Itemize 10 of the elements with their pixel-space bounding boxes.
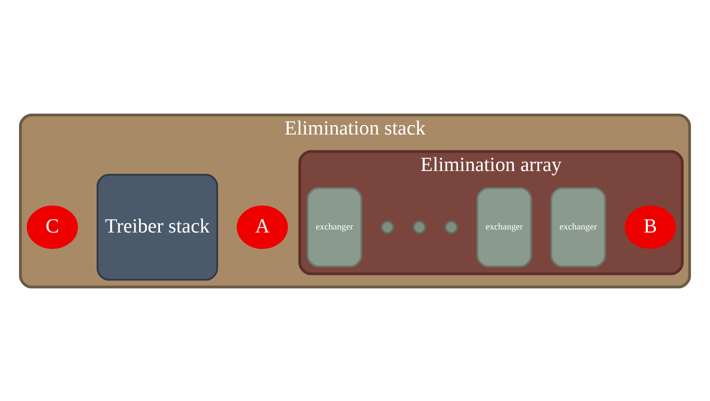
node-ellipse: A <box>236 205 288 248</box>
node-ellipse: C <box>26 205 78 248</box>
node-ellipse: B <box>624 205 676 248</box>
node-box: exchanger <box>550 186 606 267</box>
node-circle <box>412 220 426 234</box>
node-circle <box>380 220 394 234</box>
node-circle <box>444 220 458 234</box>
node-box: exchanger <box>476 186 532 267</box>
node-box: Treiber stack <box>96 173 218 280</box>
node-box: exchanger <box>306 186 362 267</box>
